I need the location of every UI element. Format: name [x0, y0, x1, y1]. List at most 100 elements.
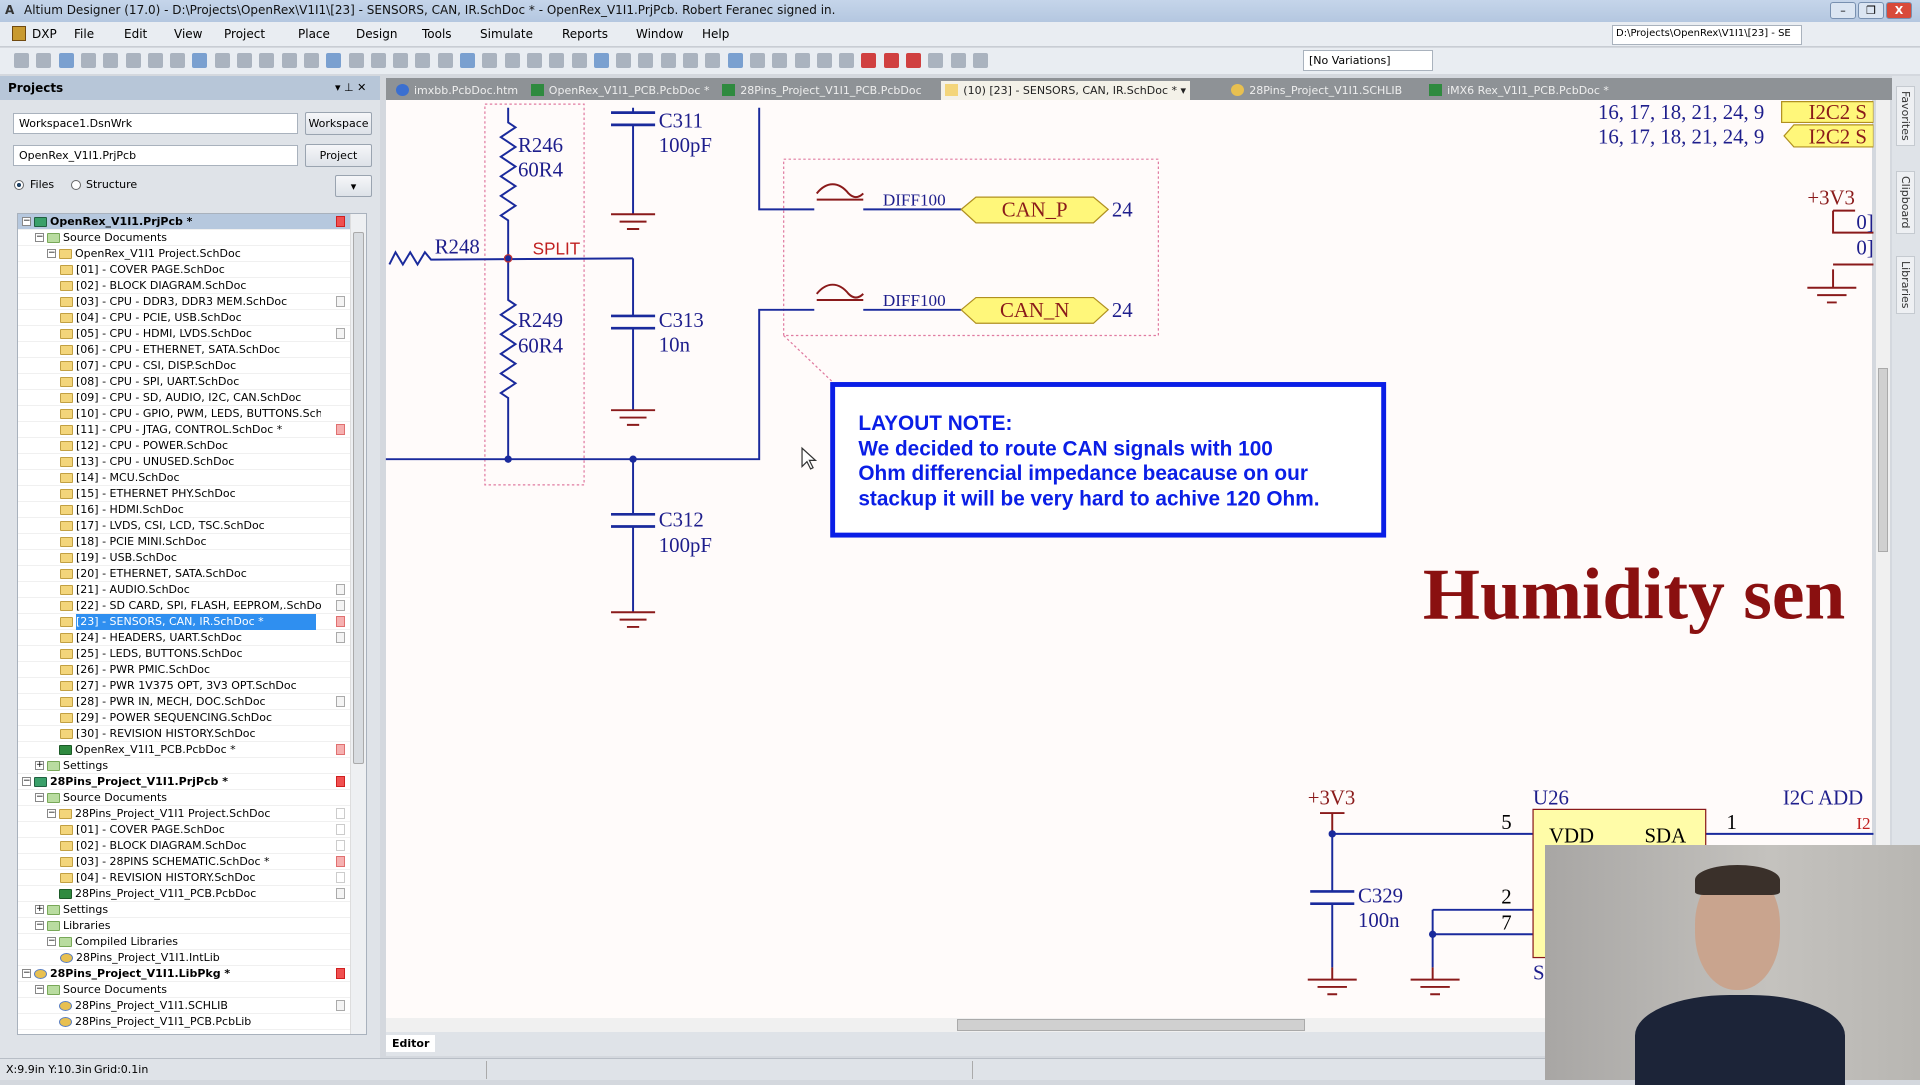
toolbar-button-icon[interactable] [58, 53, 74, 68]
toolbar-button-icon[interactable] [616, 53, 632, 68]
expand-toggle-icon[interactable]: − [47, 248, 56, 258]
expand-toggle-icon[interactable]: − [35, 984, 44, 994]
tree-item[interactable]: 28Pins_Project_V1I1_PCB.PcbDoc [18, 886, 350, 902]
tree-item[interactable]: [21] - AUDIO.SchDoc [18, 582, 350, 598]
tree-item[interactable]: [30] - REVISION HISTORY.SchDoc [18, 726, 350, 742]
close-button[interactable]: X [1886, 2, 1912, 19]
tree-item[interactable]: [04] - CPU - PCIE, USB.SchDoc [18, 310, 350, 326]
tree-item[interactable]: [01] - COVER PAGE.SchDoc [18, 262, 350, 278]
tree-item[interactable]: [01] - COVER PAGE.SchDoc [18, 822, 350, 838]
workspace-button[interactable]: Workspace [305, 112, 372, 135]
tree-item[interactable]: [06] - CPU - ETHERNET, SATA.SchDoc [18, 342, 350, 358]
expand-toggle-icon[interactable]: − [35, 792, 44, 802]
tree-item[interactable]: [22] - SD CARD, SPI, FLASH, EEPROM,.SchD… [18, 598, 350, 614]
tree-item[interactable]: −OpenRex_V1I1.PrjPcb * [18, 214, 350, 230]
toolbar-button-icon[interactable] [370, 53, 386, 68]
tab-document[interactable]: 28Pins_Project_V1I1.SCHLIB [1227, 81, 1406, 100]
menu-dxp[interactable]: DXP [32, 27, 57, 41]
menu-edit[interactable]: Edit [124, 27, 148, 41]
tree-item[interactable]: [13] - CPU - UNUSED.SchDoc [18, 454, 350, 470]
tree-item[interactable]: OpenRex_V1I1_PCB.PcbDoc * [18, 742, 350, 758]
tree-item[interactable]: [28] - PWR IN, MECH, DOC.SchDoc [18, 694, 350, 710]
toolbar-button-icon[interactable] [303, 53, 319, 68]
tree-item[interactable]: [20] - ETHERNET, SATA.SchDoc [18, 566, 350, 582]
toolbar-button-icon[interactable] [393, 53, 409, 68]
tab-document[interactable]: iMX6 Rex_V1I1_PCB.PcbDoc * [1425, 81, 1613, 100]
toolbar-button-icon[interactable] [683, 53, 698, 68]
toolbar-button-icon[interactable] [705, 53, 721, 68]
side-panel-tab-favorites[interactable]: Favorites [1896, 86, 1915, 146]
toolbar-button-icon[interactable] [259, 53, 275, 68]
toolbar-button-icon[interactable] [214, 53, 230, 68]
project-field[interactable]: OpenRex_V1I1.PrjPcb [13, 145, 298, 166]
toolbar-button-icon[interactable] [170, 53, 186, 68]
tree-item[interactable]: [26] - PWR PMIC.SchDoc [18, 662, 350, 678]
toolbar-button-icon[interactable] [348, 53, 364, 68]
menu-simulate[interactable]: Simulate [480, 27, 534, 41]
toolbar-button-icon[interactable] [727, 53, 743, 68]
tree-item[interactable]: −Compiled Libraries [18, 934, 350, 950]
toolbar-button-icon[interactable] [660, 53, 676, 68]
toolbar-button-icon[interactable] [794, 53, 810, 68]
toolbar-button-icon[interactable] [103, 53, 119, 68]
workspace-select[interactable]: Workspace1.DsnWrk [13, 113, 298, 134]
toolbar-button-icon[interactable] [861, 53, 877, 68]
toolbar-button-icon[interactable] [928, 53, 944, 68]
menu-design[interactable]: Design [356, 27, 398, 41]
menu-project[interactable]: Project [224, 27, 266, 41]
tree-item[interactable]: [05] - CPU - HDMI, LVDS.SchDoc [18, 326, 350, 342]
tree-item[interactable]: 28Pins_Project_V1I1.IntLib [18, 950, 350, 966]
tree-item[interactable]: [12] - CPU - POWER.SchDoc [18, 438, 350, 454]
side-panel-tab-clipboard[interactable]: Clipboard [1896, 171, 1915, 234]
expand-toggle-icon[interactable]: + [35, 904, 44, 914]
tree-item[interactable]: −28Pins_Project_V1I1.PrjPcb * [18, 774, 350, 790]
toolbar-button-icon[interactable] [281, 53, 297, 68]
tree-item[interactable]: −Source Documents [18, 982, 350, 998]
document-path-field[interactable]: D:\Projects\OpenRex\V1I1\[23] - SE [1612, 25, 1802, 45]
toolbar-button-icon[interactable] [883, 53, 899, 68]
tab-document[interactable]: imxbb.PcbDoc.htm [392, 81, 522, 100]
layout-note-box[interactable] [830, 382, 1387, 538]
variations-select[interactable]: [No Variations] [1303, 50, 1433, 71]
tree-item[interactable]: −28Pins_Project_V1I1 Project.SchDoc [18, 806, 350, 822]
tree-item[interactable]: [10] - CPU - GPIO, PWM, LEDS, BUTTONS.Sc… [18, 406, 350, 422]
expand-toggle-icon[interactable]: − [22, 968, 31, 978]
tree-item[interactable]: [25] - LEDS, BUTTONS.SchDoc [18, 646, 350, 662]
tree-item[interactable]: [02] - BLOCK DIAGRAM.SchDoc [18, 838, 350, 854]
tree-item[interactable]: [04] - REVISION HISTORY.SchDoc [18, 870, 350, 886]
minimize-button[interactable]: – [1830, 2, 1856, 19]
tree-item[interactable]: [03] - 28PINS SCHEMATIC.SchDoc * [18, 854, 350, 870]
editor-tab[interactable]: Editor [386, 1035, 436, 1052]
tree-item[interactable]: 28Pins_Project_V1I1_PCB.PcbLib [18, 1014, 350, 1030]
toolbar-button-icon[interactable] [839, 53, 855, 68]
tree-item[interactable]: −Source Documents [18, 790, 350, 806]
horizontal-scroll-thumb[interactable] [957, 1019, 1305, 1031]
tree-item[interactable]: [18] - PCIE MINI.SchDoc [18, 534, 350, 550]
toolbar-button-icon[interactable] [415, 53, 431, 68]
tree-item[interactable]: [11] - CPU - JTAG, CONTROL.SchDoc * [18, 422, 350, 438]
tree-item[interactable]: [08] - CPU - SPI, UART.SchDoc [18, 374, 350, 390]
can-p-port[interactable] [960, 196, 1110, 224]
tree-item[interactable]: [09] - CPU - SD, AUDIO, I2C, CAN.SchDoc [18, 390, 350, 406]
toolbar-button-icon[interactable] [526, 53, 542, 68]
project-button[interactable]: Project [305, 144, 372, 167]
toolbar-button-icon[interactable] [237, 53, 252, 68]
tab-document[interactable]: OpenRex_V1I1_PCB.PcbDoc * [527, 81, 714, 100]
tree-item[interactable]: +Settings [18, 758, 350, 774]
canvas-horizontal-scrollbar[interactable] [386, 1018, 1546, 1032]
menu-help[interactable]: Help [702, 27, 730, 41]
can-n-port[interactable] [960, 296, 1110, 324]
tree-item[interactable]: −28Pins_Project_V1I1.LibPkg * [18, 966, 350, 982]
toolbar-button-icon[interactable] [593, 53, 609, 68]
toolbar-button-icon[interactable] [772, 53, 788, 68]
maximize-button[interactable]: ❐ [1858, 2, 1884, 19]
tab-document[interactable]: 28Pins_Project_V1I1_PCB.PcbDoc [718, 81, 925, 100]
toolbar-button-icon[interactable] [950, 53, 966, 68]
tree-item[interactable]: [23] - SENSORS, CAN, IR.SchDoc * [18, 614, 350, 630]
menu-tools[interactable]: Tools [422, 27, 452, 41]
toolbar-button-icon[interactable] [571, 53, 587, 68]
toolbar-button-icon[interactable] [437, 53, 453, 68]
tree-item[interactable]: [16] - HDMI.SchDoc [18, 502, 350, 518]
tree-item[interactable]: [19] - USB.SchDoc [18, 550, 350, 566]
toolbar-button-icon[interactable] [14, 53, 29, 68]
